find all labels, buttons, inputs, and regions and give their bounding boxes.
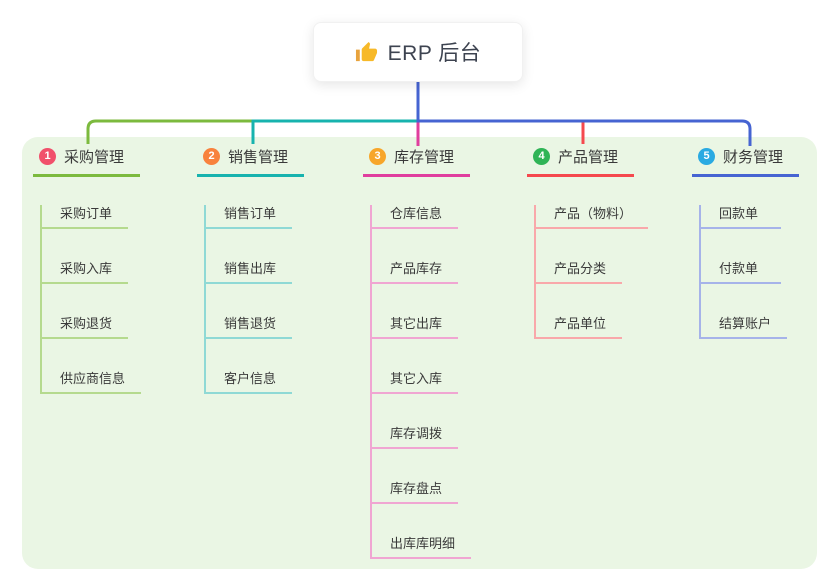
child-node[interactable]: 其它入库 [372, 370, 459, 394]
child-node[interactable]: 销售出库 [206, 260, 293, 284]
child-node[interactable]: 付款单 [701, 260, 781, 284]
child-node[interactable]: 产品分类 [536, 260, 623, 284]
branch-number-badge: 4 [533, 148, 550, 165]
branch-number-badge: 2 [203, 148, 220, 165]
branch-purchase: 1 采购管理 采购订单 采购入库 采购退货 供应商信息 [33, 146, 142, 394]
child-node[interactable]: 库存盘点 [372, 480, 459, 504]
child-node[interactable]: 仓库信息 [372, 205, 459, 229]
child-node[interactable]: 回款单 [701, 205, 781, 229]
branch-label: 销售管理 [228, 149, 289, 166]
child-node[interactable]: 结算账户 [701, 315, 788, 339]
branch-product: 4 产品管理 产品（物料） 产品分类 产品单位 [527, 146, 649, 339]
branch-children: 回款单 付款单 结算账户 [699, 205, 788, 339]
branch-label: 库存管理 [394, 149, 455, 166]
branch-label: 产品管理 [558, 149, 619, 166]
branch-number-badge: 1 [39, 148, 56, 165]
thumbs-up-icon [355, 41, 377, 61]
child-node[interactable]: 供应商信息 [42, 370, 142, 394]
branch-node-finance[interactable]: 5 财务管理 [692, 146, 800, 177]
child-node[interactable]: 产品单位 [536, 315, 623, 339]
branch-node-inventory[interactable]: 3 库存管理 [363, 146, 471, 177]
branch-number-badge: 5 [698, 148, 715, 165]
branch-finance: 5 财务管理 回款单 付款单 结算账户 [692, 146, 800, 339]
root-node-title: ERP 后台 [387, 42, 482, 65]
child-node[interactable]: 出库库明细 [372, 535, 472, 559]
child-node[interactable]: 库存调拨 [372, 425, 459, 449]
branch-inventory: 3 库存管理 仓库信息 产品库存 其它出库 其它入库 库存调拨 库存盘点 出库库… [363, 146, 472, 559]
branch-node-sales[interactable]: 2 销售管理 [197, 146, 305, 177]
branch-children: 产品（物料） 产品分类 产品单位 [534, 205, 649, 339]
branch-node-purchase[interactable]: 1 采购管理 [33, 146, 141, 177]
child-node[interactable]: 采购退货 [42, 315, 129, 339]
branch-node-product[interactable]: 4 产品管理 [527, 146, 635, 177]
branch-sales: 2 销售管理 销售订单 销售出库 销售退货 客户信息 [197, 146, 305, 394]
child-node[interactable]: 产品（物料） [536, 205, 649, 229]
branch-number-badge: 3 [369, 148, 386, 165]
child-node[interactable]: 销售退货 [206, 315, 293, 339]
root-node[interactable]: ERP 后台 [313, 22, 523, 82]
child-node[interactable]: 销售订单 [206, 205, 293, 229]
child-node[interactable]: 采购订单 [42, 205, 129, 229]
branches-panel [22, 137, 817, 569]
branch-children: 采购订单 采购入库 采购退货 供应商信息 [40, 205, 142, 394]
branch-label: 采购管理 [64, 149, 125, 166]
branch-label: 财务管理 [723, 149, 784, 166]
child-node[interactable]: 客户信息 [206, 370, 293, 394]
child-node[interactable]: 产品库存 [372, 260, 459, 284]
child-node[interactable]: 其它出库 [372, 315, 459, 339]
branch-children: 仓库信息 产品库存 其它出库 其它入库 库存调拨 库存盘点 出库库明细 [370, 205, 472, 559]
branch-children: 销售订单 销售出库 销售退货 客户信息 [204, 205, 293, 394]
child-node[interactable]: 采购入库 [42, 260, 129, 284]
